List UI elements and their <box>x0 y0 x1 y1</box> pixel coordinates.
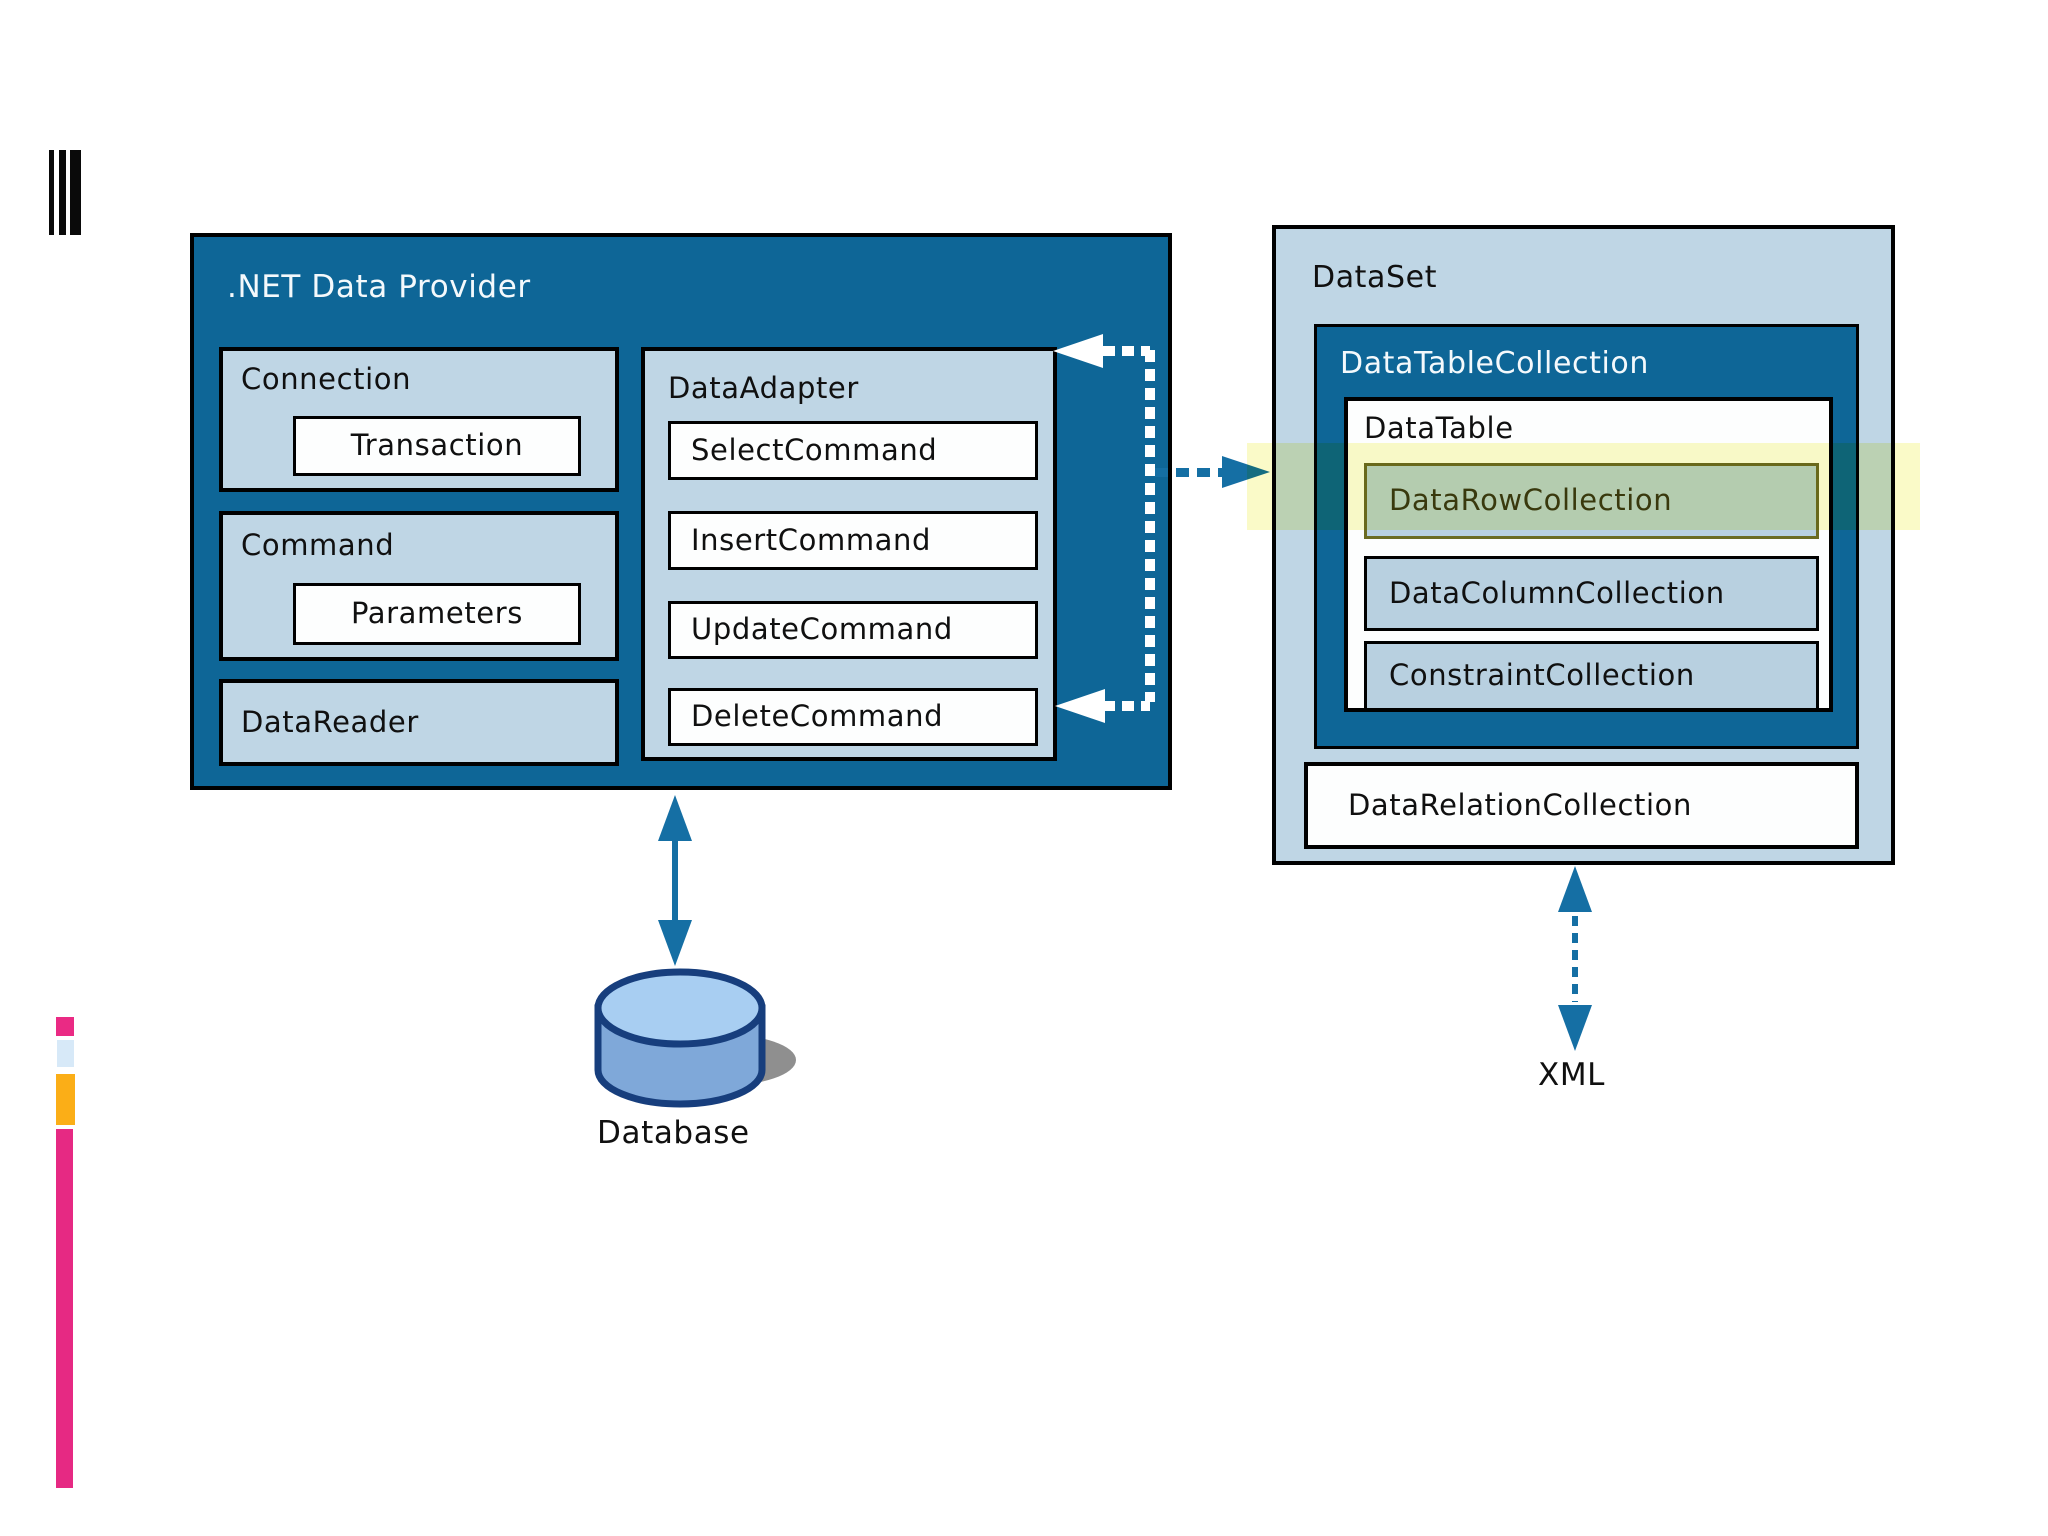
accent-chip-magenta <box>56 1017 74 1036</box>
provider-database-arrow-up-icon <box>658 795 692 841</box>
connection-box: Connection Transaction <box>219 347 619 492</box>
connection-label: Connection <box>241 362 412 396</box>
net-data-provider-title: .NET Data Provider <box>227 269 531 305</box>
logo-bars-icon <box>70 150 81 235</box>
database-label: Database <box>597 1115 750 1151</box>
adapter-to-dataset-dashes <box>1155 468 1222 477</box>
logo-bars-icon <box>49 150 54 235</box>
datareader-box: DataReader <box>219 679 619 766</box>
datacolumncollection-label: DataColumnCollection <box>1389 575 1725 610</box>
insertcommand-box: InsertCommand <box>668 511 1038 570</box>
command-label: Command <box>241 528 395 562</box>
deletecommand-box: DeleteCommand <box>668 688 1038 746</box>
transaction-box: Transaction <box>293 416 581 476</box>
insertcommand-label: InsertCommand <box>691 522 932 557</box>
provider-database-arrow-shaft <box>672 838 678 923</box>
deletecommand-label: DeleteCommand <box>691 699 944 734</box>
datatablecollection-label: DataTableCollection <box>1340 346 1649 381</box>
dataadapter-label: DataAdapter <box>668 371 859 405</box>
database-cylinder-icon <box>594 968 796 1108</box>
provider-database-arrow-down-icon <box>658 920 692 966</box>
xml-label: XML <box>1538 1057 1606 1093</box>
selectcommand-label: SelectCommand <box>691 432 938 467</box>
updatecommand-box: UpdateCommand <box>668 601 1038 659</box>
datarelationcollection-box: DataRelationCollection <box>1304 762 1859 849</box>
datatable-label: DataTable <box>1364 411 1514 445</box>
dataset-title: DataSet <box>1312 260 1438 295</box>
parameters-label: Parameters <box>351 596 523 631</box>
constraintcollection-label: ConstraintCollection <box>1389 658 1695 693</box>
datatablecollection-box: DataTableCollection DataTable DataRowCol… <box>1314 324 1859 749</box>
dataset-to-adapter-bottom-dashes <box>1103 701 1150 711</box>
dataset-to-adapter-top-arrowhead-icon <box>1053 334 1103 368</box>
net-data-provider-box: .NET Data Provider Connection Transactio… <box>190 233 1172 790</box>
command-box: Command Parameters <box>219 511 619 661</box>
accent-chip-lightblue <box>57 1040 74 1067</box>
dataset-to-adapter-top-dashes <box>1103 346 1150 356</box>
datareader-label: DataReader <box>241 704 419 739</box>
constraintcollection-box: ConstraintCollection <box>1364 641 1819 711</box>
provider-dataset-vertical-dashes <box>1145 350 1155 702</box>
datarowcollection-highlight <box>1247 443 1920 530</box>
dataset-xml-arrow-up-icon <box>1558 866 1592 912</box>
dataset-xml-arrow-dashes <box>1572 916 1578 1002</box>
dataadapter-box: DataAdapter SelectCommand InsertCommand … <box>641 347 1057 761</box>
logo-bars-icon <box>59 150 66 235</box>
dataset-box: DataSet DataTableCollection DataTable Da… <box>1272 225 1895 865</box>
transaction-label: Transaction <box>350 428 524 463</box>
updatecommand-label: UpdateCommand <box>691 612 953 647</box>
datarelationcollection-label: DataRelationCollection <box>1348 787 1692 822</box>
accent-chip-orange <box>56 1074 75 1125</box>
parameters-box: Parameters <box>293 583 581 645</box>
accent-bar-magenta <box>56 1129 73 1488</box>
selectcommand-box: SelectCommand <box>668 421 1038 480</box>
dataset-to-adapter-bottom-arrowhead-icon <box>1055 689 1105 723</box>
datacolumncollection-box: DataColumnCollection <box>1364 556 1819 631</box>
dataset-xml-arrow-down-icon <box>1558 1005 1592 1051</box>
